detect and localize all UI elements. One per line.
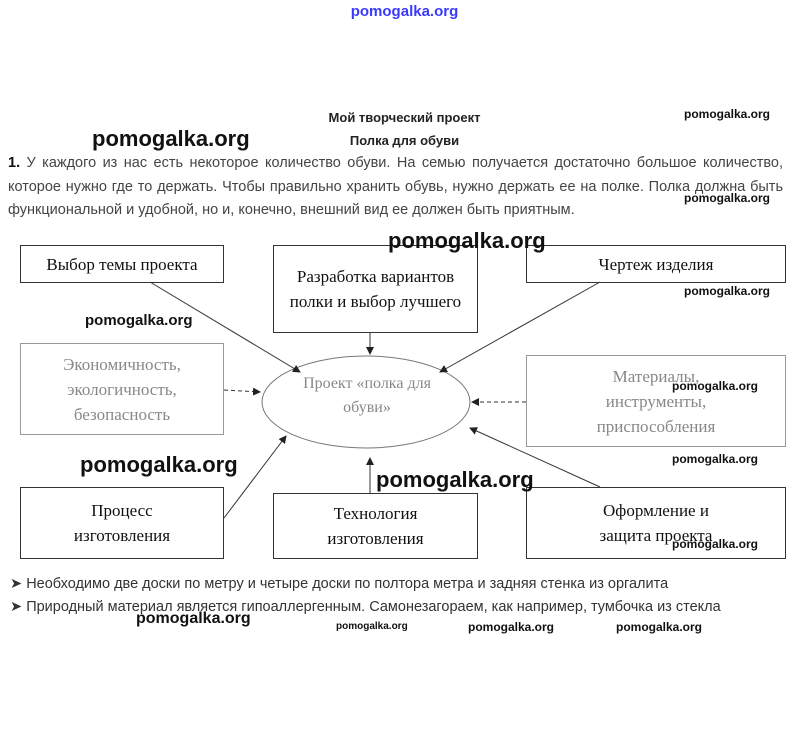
watermark: pomogalka.org bbox=[684, 107, 771, 121]
watermark: pomogalka.org bbox=[376, 467, 534, 492]
box-defense: Оформление и защита проекта bbox=[526, 487, 786, 559]
box-process: Процесс изготовления bbox=[20, 487, 224, 559]
paragraph-number: 1. bbox=[8, 155, 21, 171]
connector bbox=[469, 427, 601, 488]
watermark: pomogalka.org bbox=[468, 620, 555, 634]
bullet-text: Природный материал является гипоаллерген… bbox=[26, 599, 721, 615]
connector bbox=[223, 387, 261, 396]
box-materials: Материалы, инструменты, приспособления bbox=[526, 355, 786, 447]
doc-subtitle: Полка для обуви bbox=[349, 133, 460, 148]
connector bbox=[439, 281, 601, 373]
bullet-arrow-icon: ➤ bbox=[10, 599, 23, 615]
box-variants: Разработка вариантов полки и выбор лучше… bbox=[273, 245, 478, 333]
bullet-item: ➤ Необходимо две доски по метру и четыре… bbox=[10, 573, 668, 596]
watermark: pomogalka.org bbox=[684, 191, 771, 205]
box-technology: Технология изготовления bbox=[273, 493, 478, 559]
watermark: pomogalka.org bbox=[672, 537, 759, 551]
paragraph-text: У каждого из нас есть некоторое количест… bbox=[8, 155, 783, 218]
watermark: pomogalka.org bbox=[672, 452, 759, 466]
center-label: Проект «полка для обуви» bbox=[303, 375, 431, 416]
box-topic: Выбор темы проекта bbox=[20, 245, 224, 283]
watermark: pomogalka.org bbox=[388, 228, 546, 253]
doc-title: Мой творческий проект bbox=[328, 110, 481, 125]
connector bbox=[149, 281, 301, 373]
connector bbox=[223, 435, 287, 519]
center-ellipse bbox=[261, 355, 471, 449]
watermark: pomogalka.org bbox=[616, 620, 703, 634]
watermark: pomogalka.org bbox=[92, 126, 250, 151]
box-economy: Экономичность, экологичность, безопаснос… bbox=[20, 343, 224, 435]
watermark: pomogalka.org bbox=[136, 610, 251, 627]
box-drawing: Чертеж изделия bbox=[526, 245, 786, 283]
watermark: pomogalka.org bbox=[80, 452, 238, 477]
watermark: pomogalka.org bbox=[336, 621, 408, 632]
bullet-text: Необходимо две доски по метру и четыре д… bbox=[26, 576, 669, 592]
bullet-item: ➤ Природный материал является гипоаллерг… bbox=[10, 596, 785, 619]
watermark: pomogalka.org bbox=[85, 312, 193, 329]
bullet-arrow-icon: ➤ bbox=[10, 576, 23, 592]
intro-paragraph: 1. У каждого из нас есть некоторое колич… bbox=[8, 152, 783, 223]
watermark: pomogalka.org bbox=[684, 284, 771, 298]
watermark-top: pomogalka.org bbox=[350, 3, 459, 20]
watermark: pomogalka.org bbox=[672, 379, 759, 393]
